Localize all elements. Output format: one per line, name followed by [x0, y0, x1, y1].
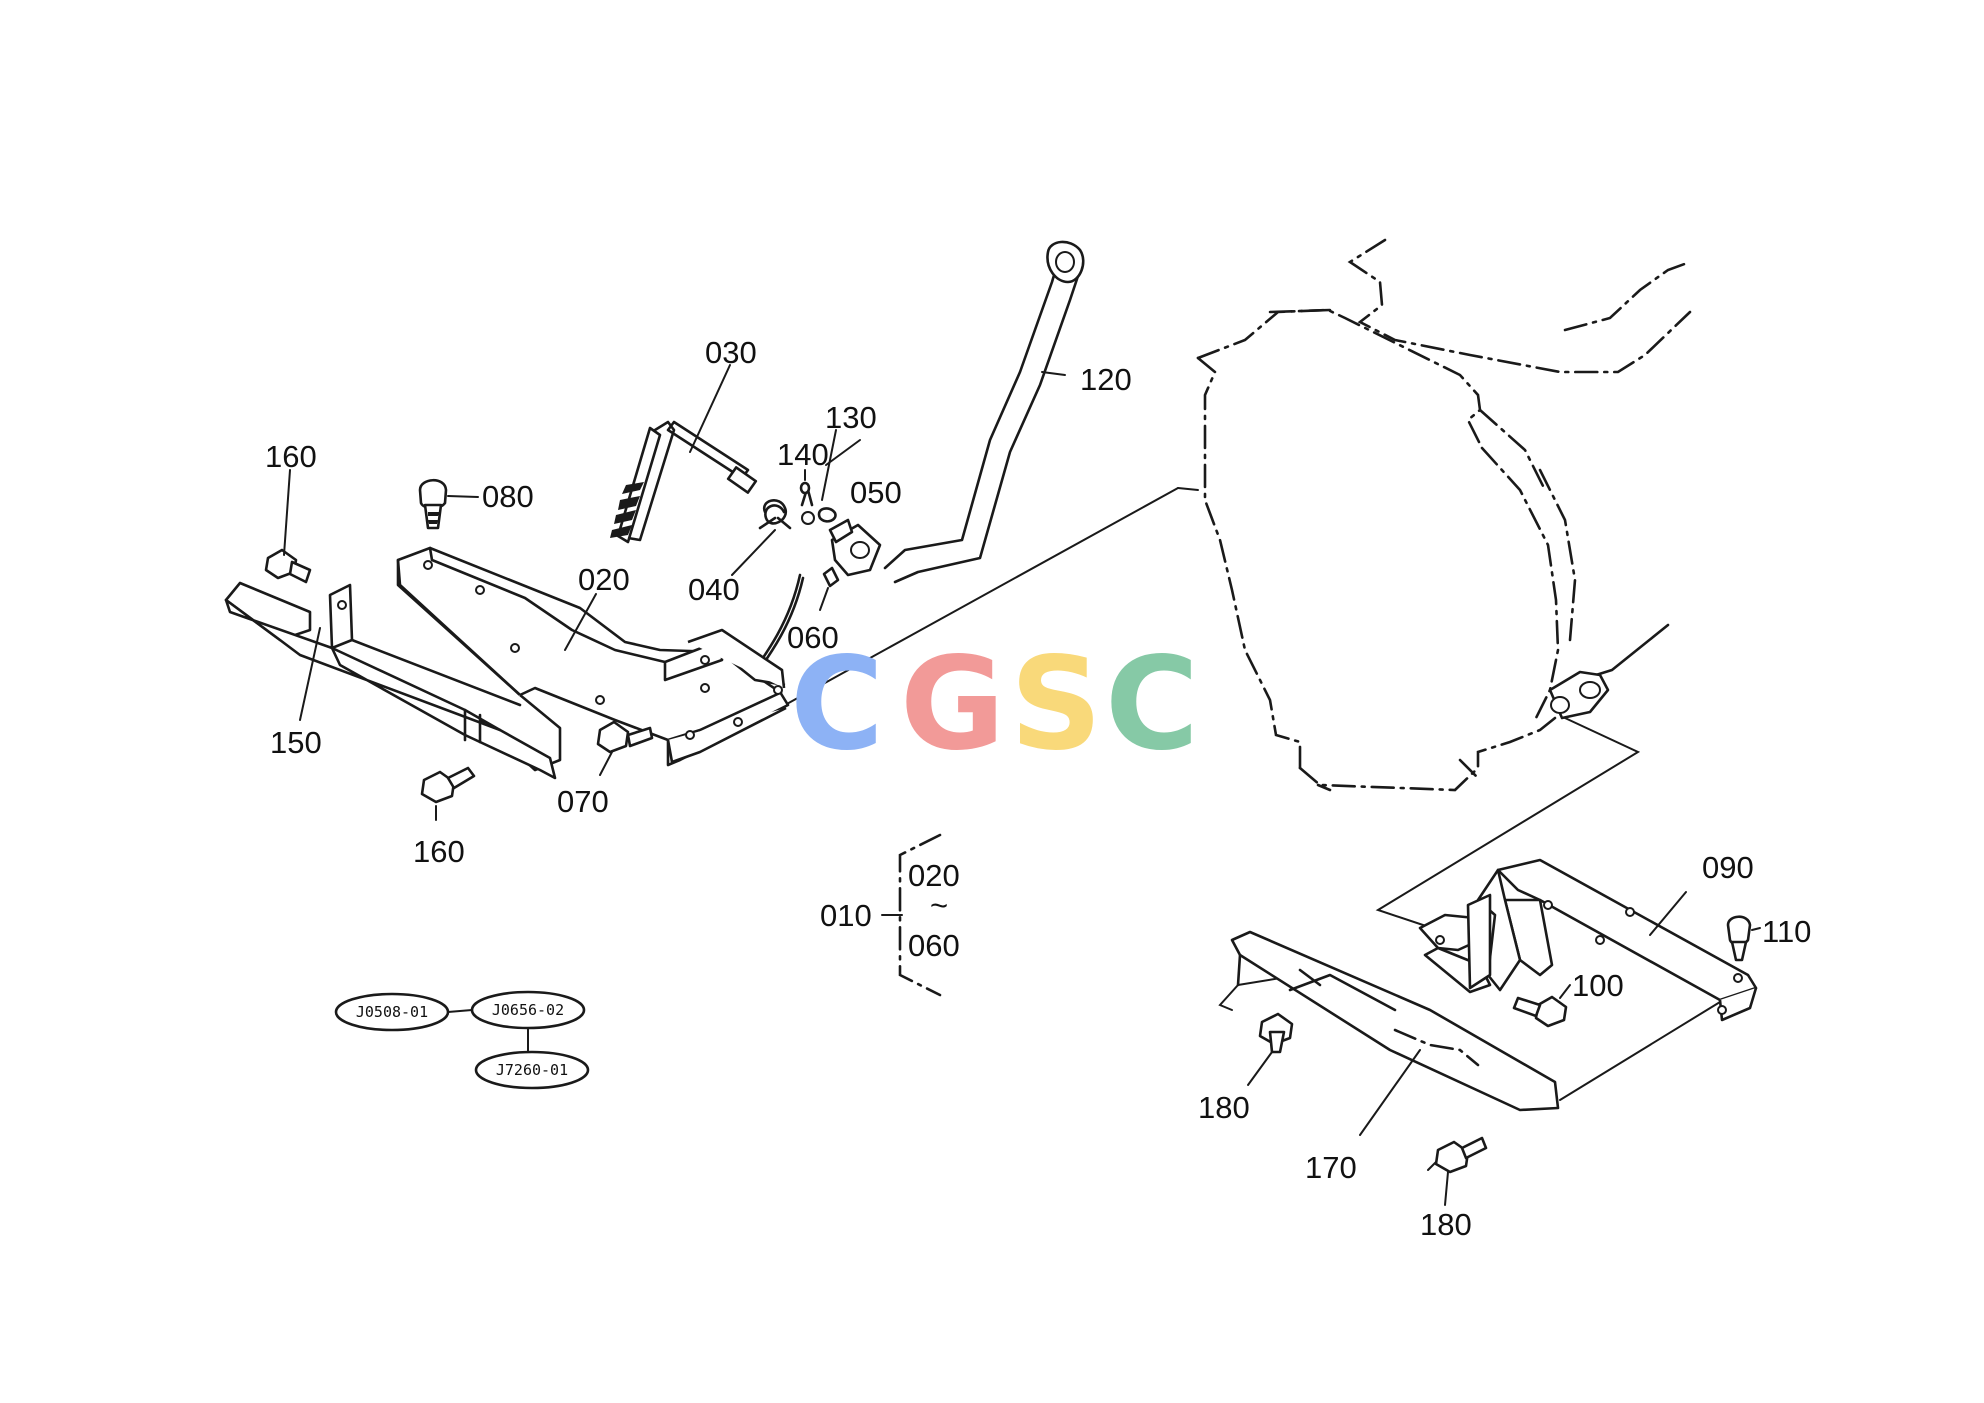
label-130: 130 — [825, 400, 877, 435]
label-090: 090 — [1702, 850, 1754, 885]
ref-bubble-3[interactable] — [474, 1050, 590, 1090]
engine-outline — [1196, 238, 1692, 792]
ref-text-3: J7260-01 — [496, 1061, 568, 1079]
label-140: 140 — [777, 437, 829, 472]
label-160-bottom: 160 — [413, 834, 465, 869]
watermark-letter-3: S — [1010, 630, 1102, 779]
plate-020 — [396, 478, 790, 772]
label-010: 010 — [820, 898, 872, 933]
rod-120 — [883, 240, 1085, 584]
label-150: 150 — [270, 725, 322, 760]
label-170: 170 — [1305, 1150, 1357, 1185]
watermark-letter-2: G — [900, 630, 1005, 779]
leader-lines — [283, 364, 1761, 1206]
label-180-bottom: 180 — [1420, 1207, 1472, 1242]
ref-text-1: J0508-01 — [356, 1003, 428, 1021]
group-first: 020 — [908, 858, 960, 893]
watermark-letter-1: C — [790, 630, 884, 779]
reference-bubbles: J0508-01 J0656-02 J7260-01 — [334, 990, 590, 1090]
label-160-top: 160 — [265, 439, 317, 474]
group-last: 060 — [908, 928, 960, 963]
label-060: 060 — [787, 620, 839, 655]
ref-text-2: J0656-02 — [492, 1001, 564, 1019]
label-070: 070 — [557, 784, 609, 819]
group-tilde: ~ — [930, 888, 948, 923]
bracket-150 — [224, 548, 654, 804]
plate-170 — [1230, 930, 1560, 1174]
lever-030 — [610, 420, 815, 544]
label-030: 030 — [705, 335, 757, 370]
label-080: 080 — [482, 479, 534, 514]
group-bracket-010: 010 020 ~ 060 — [820, 833, 960, 997]
label-120: 120 — [1080, 362, 1132, 397]
label-110: 110 — [1762, 914, 1811, 949]
label-050: 050 — [850, 475, 902, 510]
assembly-lines — [784, 487, 1721, 1101]
part-labels: 030 120 130 140 050 160 080 040 020 060 … — [265, 335, 1811, 1242]
bracket-090 — [1418, 858, 1758, 1028]
label-180-left: 180 — [1198, 1090, 1250, 1125]
watermark-letter-4: C — [1105, 630, 1199, 779]
label-040: 040 — [688, 572, 740, 607]
label-020: 020 — [578, 562, 630, 597]
watermark-logo: C G S C — [790, 630, 1199, 779]
label-100: 100 — [1572, 968, 1624, 1003]
